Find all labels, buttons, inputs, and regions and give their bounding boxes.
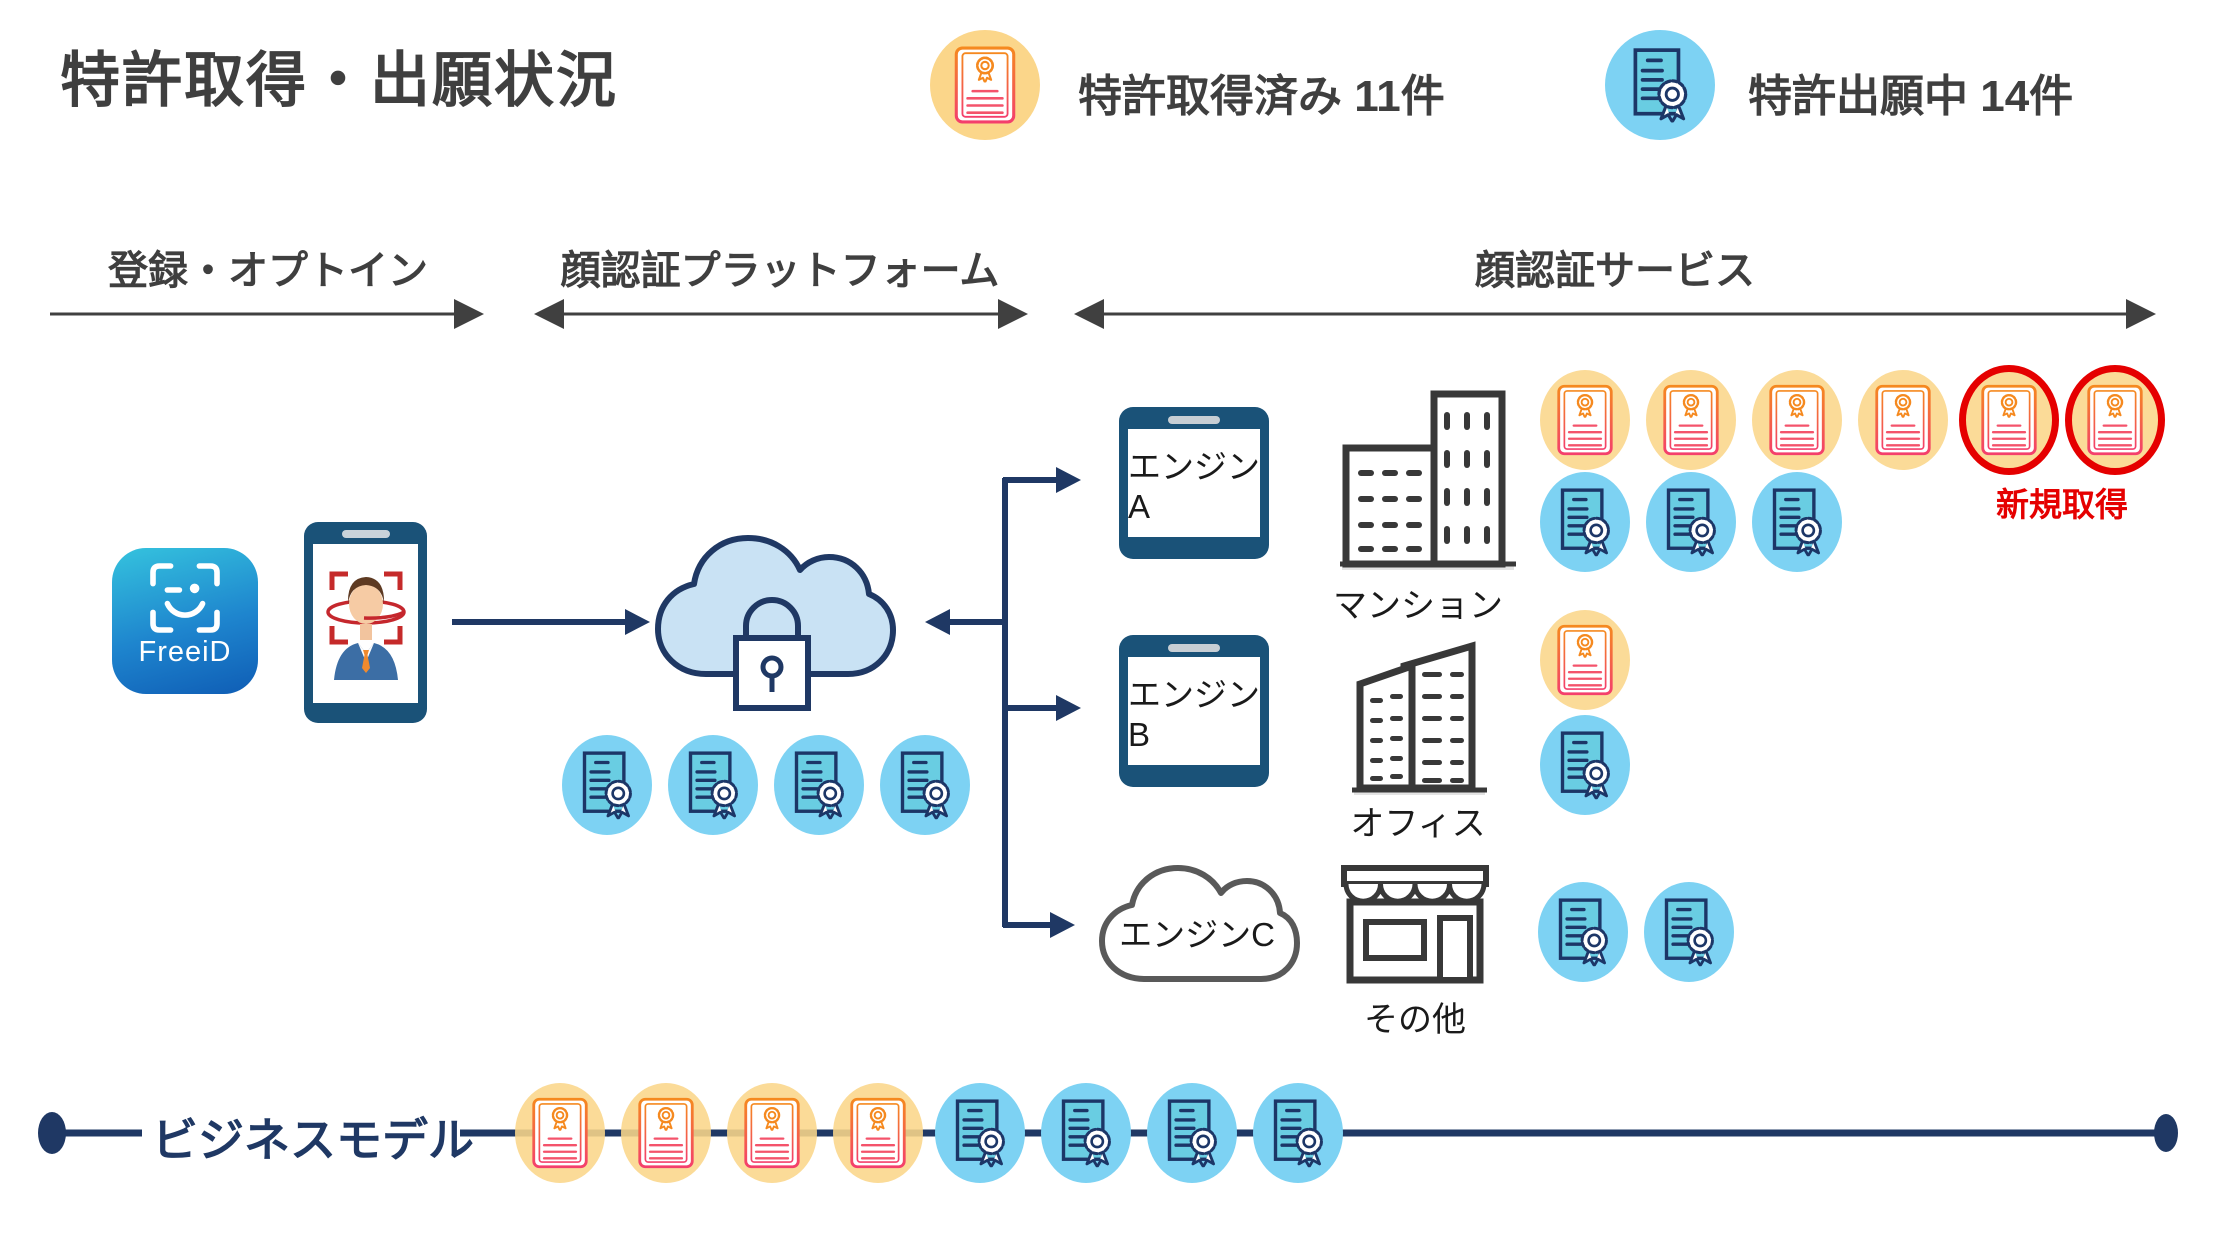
- patent-acquired-badge: [1540, 610, 1630, 710]
- storefront-icon: [1341, 865, 1489, 984]
- patent-certificate-icon: [850, 1097, 906, 1169]
- engine-a-device: エンジンA: [1119, 407, 1269, 559]
- patent-certificate-icon: [1981, 384, 2037, 456]
- engine-a-label: エンジンA: [1128, 448, 1260, 525]
- engine-b-label: エンジンB: [1128, 676, 1260, 753]
- mansion-building-icon: [1340, 390, 1516, 570]
- patent-acquired-badge: [1959, 365, 2059, 475]
- patent-pending-badge: [1041, 1083, 1131, 1183]
- patent-pending-badge: [880, 735, 970, 835]
- service-office-label: オフィス: [1350, 805, 1486, 843]
- patent-application-icon: [900, 751, 950, 820]
- mansion-pending-badges: [1540, 472, 1842, 572]
- patent-application-icon: [1167, 1099, 1217, 1168]
- patent-acquired-badge: [2065, 365, 2165, 475]
- service-mansion-label: マンション: [1333, 587, 1503, 625]
- patent-pending-badge: [1253, 1083, 1343, 1183]
- phone-screen: [313, 544, 418, 703]
- office-building-icon: [1352, 641, 1487, 795]
- tablet-camera-bar: [1168, 644, 1220, 652]
- platform-pending-badges: [562, 735, 970, 835]
- freeid-app-icon: FreeiD: [112, 548, 258, 694]
- patent-acquired-badge: [833, 1083, 923, 1183]
- patent-acquired-badge: [621, 1083, 711, 1183]
- patent-pending-badge: [1540, 472, 1630, 572]
- patent-acquired-badge: [1752, 370, 1842, 470]
- patent-certificate-icon: [1557, 384, 1613, 456]
- patent-application-icon: [1664, 898, 1714, 967]
- patent-acquired-badge: [727, 1083, 817, 1183]
- patent-certificate-icon: [638, 1097, 694, 1169]
- legend-pending-label: 特許出願中 14件: [1748, 72, 2074, 121]
- app-name: FreeiD: [138, 636, 232, 668]
- page-title: 特許取得・出願状況: [60, 47, 618, 114]
- patent-application-icon: [955, 1099, 1005, 1168]
- patent-certificate-icon: [2087, 384, 2143, 456]
- business-model-pending-badges: [935, 1083, 1343, 1183]
- patent-pending-badge: [1540, 715, 1630, 815]
- patent-acquired-badge: [1540, 370, 1630, 470]
- patent-application-icon: [794, 751, 844, 820]
- patent-application-icon: [1772, 488, 1822, 557]
- patent-application-icon: [1560, 731, 1610, 800]
- patent-pending-badge: [1538, 882, 1628, 982]
- patent-pending-badge: [1644, 882, 1734, 982]
- office-pending-badges: [1540, 715, 1630, 815]
- face-recognition-icon: [325, 571, 406, 680]
- others-pending-badges: [1538, 882, 1734, 982]
- engine-c-label: エンジンC: [1119, 916, 1275, 953]
- new-acquired-annotation: 新規取得: [1996, 486, 2128, 523]
- section-platform: 顔認証プラットフォーム: [560, 249, 1000, 293]
- secure-cloud-icon: [655, 535, 896, 711]
- legend-acquired-label: 特許取得済み 11件: [1078, 72, 1445, 121]
- smartphone: [304, 522, 427, 723]
- face-scan-icon: [150, 563, 220, 633]
- patent-application-icon: [582, 751, 632, 820]
- patent-certificate-icon: [1769, 384, 1825, 456]
- patent-pending-badge: [935, 1083, 1025, 1183]
- section-registration: 登録・オプトイン: [108, 249, 428, 293]
- patent-certificate-icon: [744, 1097, 800, 1169]
- patent-application-icon: [1666, 488, 1716, 557]
- patent-certificate-icon: [532, 1097, 588, 1169]
- tablet-camera-bar: [1168, 416, 1220, 424]
- patent-pending-badge: [1646, 472, 1736, 572]
- lock-icon: [733, 597, 811, 711]
- service-others-label: その他: [1364, 1001, 1466, 1039]
- legend-pending-icon: [1605, 30, 1715, 140]
- patent-application-icon: [1560, 488, 1610, 557]
- patent-certificate-icon: [1557, 624, 1613, 696]
- patent-certificate-icon: [954, 46, 1016, 124]
- section-service: 顔認証サービス: [1475, 249, 1755, 293]
- patent-pending-badge: [774, 735, 864, 835]
- patent-application-icon: [1273, 1099, 1323, 1168]
- legend-acquired-icon: [930, 30, 1040, 140]
- business-model-acquired-badges: [515, 1083, 923, 1183]
- business-model-label: ビジネスモデル: [152, 1114, 474, 1166]
- patent-pending-badge: [562, 735, 652, 835]
- patent-acquired-badge: [1858, 370, 1948, 470]
- patent-pending-badge: [1147, 1083, 1237, 1183]
- patent-application-icon: [1558, 898, 1608, 967]
- office-acquired-badges: [1540, 610, 1630, 710]
- mansion-acquired-badges: [1540, 365, 2165, 475]
- engine-c-cloud-icon: [1099, 865, 1300, 982]
- patent-application-icon: [1633, 48, 1688, 123]
- patent-application-icon: [1061, 1099, 1111, 1168]
- patent-pending-badge: [1752, 472, 1842, 572]
- patent-application-icon: [688, 751, 738, 820]
- patent-acquired-badge: [1646, 370, 1736, 470]
- engine-b-device: エンジンB: [1119, 635, 1269, 787]
- patent-acquired-badge: [515, 1083, 605, 1183]
- patent-certificate-icon: [1875, 384, 1931, 456]
- patent-certificate-icon: [1663, 384, 1719, 456]
- phone-speaker: [341, 530, 390, 538]
- patent-pending-badge: [668, 735, 758, 835]
